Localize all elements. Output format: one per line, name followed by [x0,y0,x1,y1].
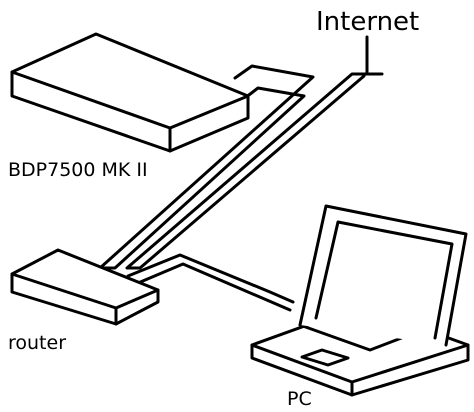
internet-cable [125,35,384,270]
router-label: router [8,332,66,354]
player-label: BDP7500 MK II [8,159,148,181]
router-device [10,248,160,326]
player-device [10,32,250,153]
pc-laptop [250,204,470,397]
pc-label: PC [287,388,312,410]
router-pc-cable [126,253,295,312]
internet-label: Internet [316,7,419,37]
player-router-cable [98,64,315,270]
